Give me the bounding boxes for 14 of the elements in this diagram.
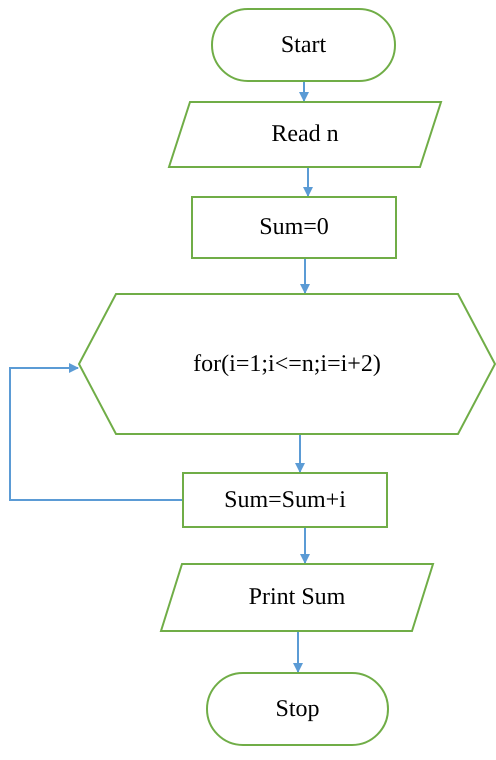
arrow bbox=[293, 632, 303, 673]
node-text: for(i=1;i<=n;i=i+2) bbox=[193, 350, 381, 378]
arrow bbox=[303, 168, 313, 197]
node-text: Read n bbox=[271, 121, 339, 148]
node-text: Stop bbox=[275, 696, 320, 722]
arrow bbox=[300, 259, 310, 294]
arrow bbox=[300, 528, 310, 564]
arrow bbox=[9, 363, 182, 501]
arrow bbox=[295, 435, 305, 473]
node-text: Start bbox=[280, 32, 326, 58]
node-text: Print Sum bbox=[248, 584, 346, 611]
node-text: Sum=0 bbox=[259, 214, 329, 241]
node-text: Sum=Sum+i bbox=[224, 486, 346, 514]
arrow bbox=[299, 82, 309, 102]
